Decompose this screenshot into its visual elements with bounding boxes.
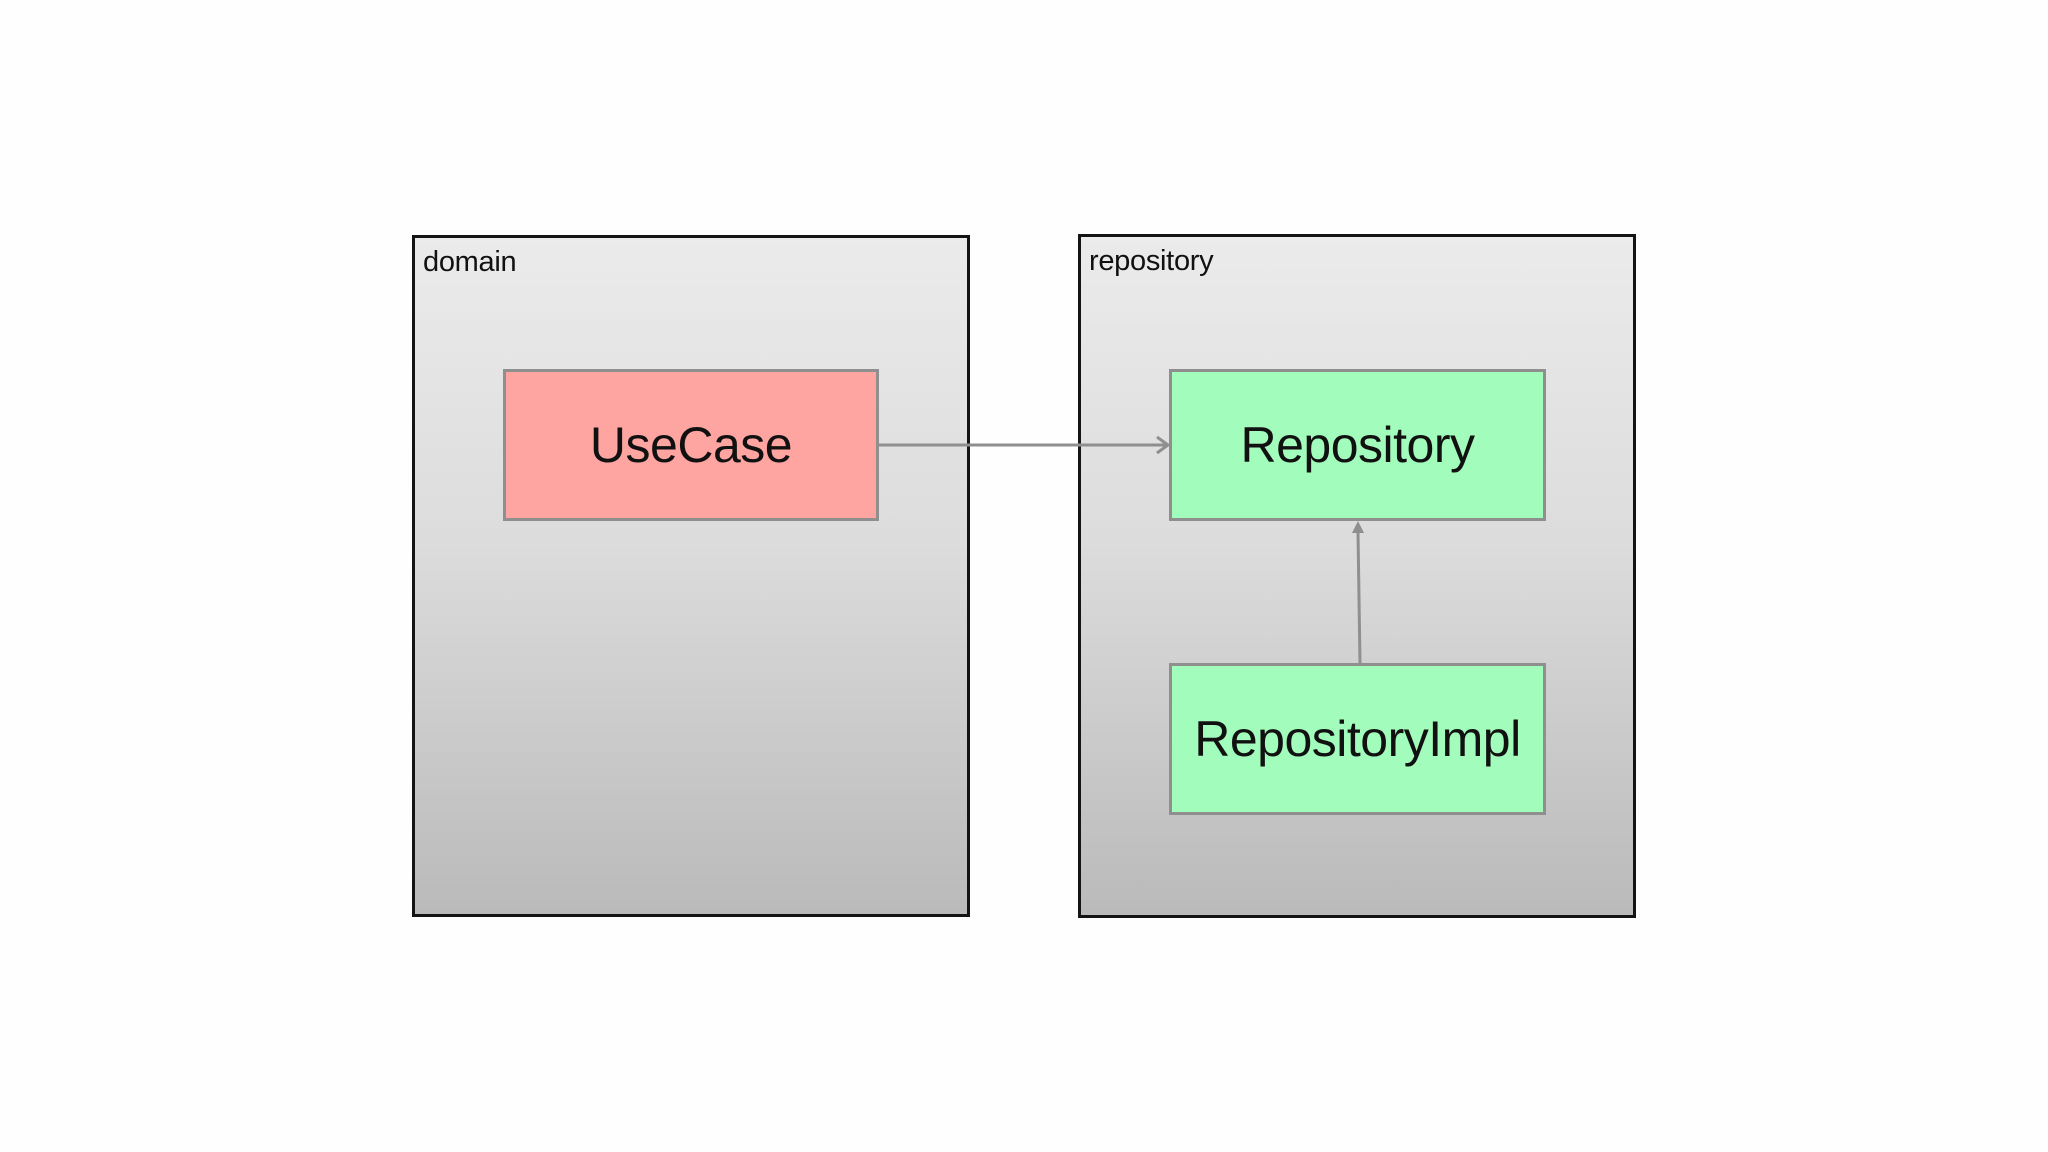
package-label-repository: repository xyxy=(1089,245,1214,277)
package-domain: domain xyxy=(412,235,970,917)
node-label-repositoryimpl: RepositoryImpl xyxy=(1194,711,1521,767)
package-repository: repository xyxy=(1078,234,1636,918)
node-label-repository: Repository xyxy=(1240,417,1476,473)
node-label-usecase: UseCase xyxy=(589,417,793,473)
node-repository: Repository xyxy=(1169,369,1546,521)
package-label-domain: domain xyxy=(423,246,517,278)
node-usecase: UseCase xyxy=(503,369,879,521)
node-repositoryimpl: RepositoryImpl xyxy=(1169,663,1546,815)
